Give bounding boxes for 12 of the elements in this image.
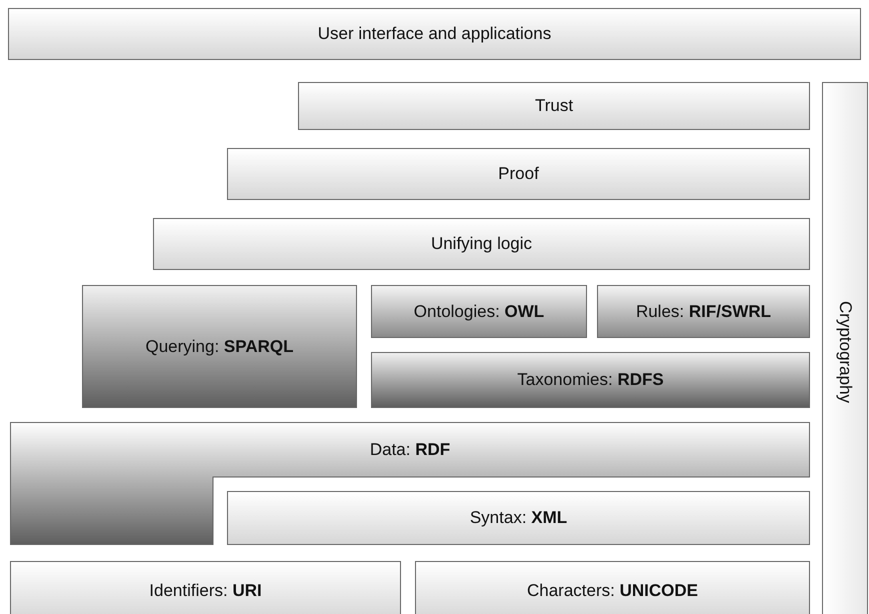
layer-box: Ontologies: OWL [371,285,587,338]
layer-box: Taxonomies: RDFS [371,352,810,408]
layer-box: Identifiers: URI [10,561,401,614]
layer-box: Characters: UNICODE [415,561,810,614]
layer-box: Trust [298,82,810,130]
layer-box: Querying: SPARQL [82,285,357,408]
layer-box: Rules: RIF/SWRL [597,285,810,338]
layer-box: User interface and applications [8,8,861,60]
vertical-layer-box: Cryptography [822,82,868,614]
layer-box: Unifying logic [153,218,810,270]
layer-box: Syntax: XML [227,491,810,545]
layer-box: Proof [227,148,810,200]
